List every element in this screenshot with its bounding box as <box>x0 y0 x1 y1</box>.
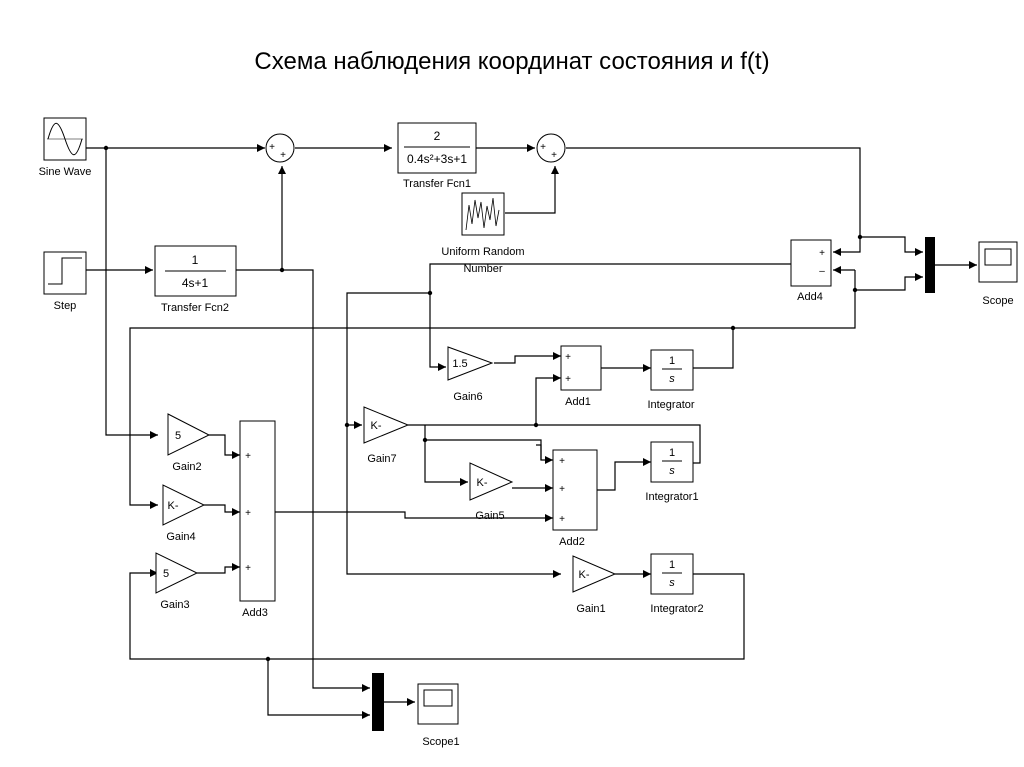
transfer-fcn2-num: 1 <box>192 253 199 267</box>
gain5-value: K- <box>477 477 488 489</box>
gain6-value: 1.5 <box>452 358 467 370</box>
transfer-fcn2-den: 4s+1 <box>182 276 209 290</box>
mux1-bar[interactable] <box>372 673 384 731</box>
add3-block[interactable]: + + + Add3 <box>239 420 276 619</box>
integrator-den: s <box>669 373 675 385</box>
scope1-block[interactable]: Scope1 <box>417 683 460 748</box>
transfer-fcn2-label: Transfer Fcn2 <box>161 302 229 314</box>
add1-sign-2: + <box>565 374 571 385</box>
transfer-fcn2-block[interactable]: 1 4s+1 Transfer Fcn2 <box>154 245 237 314</box>
gain3-label: Gain3 <box>160 599 189 611</box>
integrator1-den: s <box>669 465 675 477</box>
sine-wave-label: Sine Wave <box>39 166 92 178</box>
gain1-block[interactable]: K- Gain1 <box>572 555 617 615</box>
add3-sign-1: + <box>245 451 251 462</box>
integrator1-block[interactable]: 1 s Integrator1 <box>645 441 699 503</box>
gain3-value: 5 <box>163 568 169 580</box>
add4-sign-minus: – <box>819 266 825 277</box>
add1-block[interactable]: + + Add1 <box>560 345 602 408</box>
gain1-value: K- <box>579 569 590 581</box>
gain1-label: Gain1 <box>576 603 605 615</box>
add2-block[interactable]: + + + Add2 <box>552 449 598 548</box>
add2-sign-2: + <box>559 484 565 495</box>
add3-label: Add3 <box>242 607 268 619</box>
uniform-random-label-line2: Number <box>463 263 502 275</box>
add2-sign-3: + <box>559 514 565 525</box>
gain6-label: Gain6 <box>453 391 482 403</box>
gain5-label: Gain5 <box>475 510 504 522</box>
junction-dots <box>103 145 863 662</box>
integrator2-num: 1 <box>669 559 675 571</box>
gain2-block[interactable]: 5 Gain2 <box>167 413 211 473</box>
sum1-sign-1: + <box>269 142 275 153</box>
gain4-value: K- <box>168 500 179 512</box>
integrator1-label: Integrator1 <box>645 491 698 503</box>
add4-block[interactable]: + – Add4 <box>790 239 832 303</box>
add2-sign-1: + <box>559 456 565 467</box>
mux-bar[interactable] <box>925 237 935 293</box>
sum1-sign-2: + <box>280 150 286 161</box>
scope1-label: Scope1 <box>422 736 459 748</box>
integrator2-block[interactable]: 1 s Integrator2 <box>650 553 704 615</box>
integrator2-den: s <box>669 577 675 589</box>
transfer-fcn1-block[interactable]: 2 0.4s²+3s+1 Transfer Fcn1 <box>397 122 477 190</box>
gain6-block[interactable]: 1.5 Gain6 <box>447 346 494 403</box>
add1-label: Add1 <box>565 396 591 408</box>
gain2-label: Gain2 <box>172 461 201 473</box>
gain4-block[interactable]: K- Gain4 <box>162 484 206 543</box>
step-block[interactable]: Step <box>43 251 87 312</box>
add3-sign-3: + <box>245 563 251 574</box>
uniform-random-label-line1: Uniform Random <box>441 246 524 258</box>
step-label: Step <box>54 300 77 312</box>
transfer-fcn1-label: Transfer Fcn1 <box>403 178 471 190</box>
signal-lines <box>86 147 977 716</box>
arrowheads <box>145 144 977 719</box>
integrator2-label: Integrator2 <box>650 603 703 615</box>
integrator-label: Integrator <box>647 399 694 411</box>
gain4-label: Gain4 <box>166 531 195 543</box>
scope-block[interactable]: Scope <box>978 241 1018 307</box>
page-title: Схема наблюдения координат состояния и f… <box>254 48 770 75</box>
sum2-sign-2: + <box>551 150 557 161</box>
integrator-num: 1 <box>669 355 675 367</box>
sum-block-2[interactable]: + + <box>536 133 566 163</box>
add4-label: Add4 <box>797 291 823 303</box>
uniform-random-block[interactable]: Uniform Random Number <box>441 192 525 275</box>
sum-block-1[interactable]: + + <box>265 133 295 163</box>
transfer-fcn1-den: 0.4s²+3s+1 <box>407 152 467 166</box>
gain2-value: 5 <box>175 430 181 442</box>
integrator-block[interactable]: 1 s Integrator <box>647 349 695 411</box>
gain7-block[interactable]: K- Gain7 <box>363 406 410 465</box>
add3-sign-2: + <box>245 508 251 519</box>
sine-wave-block[interactable]: Sine Wave <box>39 117 92 178</box>
sum2-sign-1: + <box>540 142 546 153</box>
add4-sign-plus: + <box>819 248 825 259</box>
transfer-fcn1-num: 2 <box>434 129 441 143</box>
gain7-label: Gain7 <box>367 453 396 465</box>
integrator1-num: 1 <box>669 447 675 459</box>
gain5-block[interactable]: K- Gain5 <box>469 462 514 522</box>
add1-sign-1: + <box>565 352 571 363</box>
add2-label: Add2 <box>559 536 585 548</box>
gain3-block[interactable]: 5 Gain3 <box>155 552 199 611</box>
scope-label: Scope <box>982 295 1013 307</box>
gain7-value: K- <box>371 420 382 432</box>
